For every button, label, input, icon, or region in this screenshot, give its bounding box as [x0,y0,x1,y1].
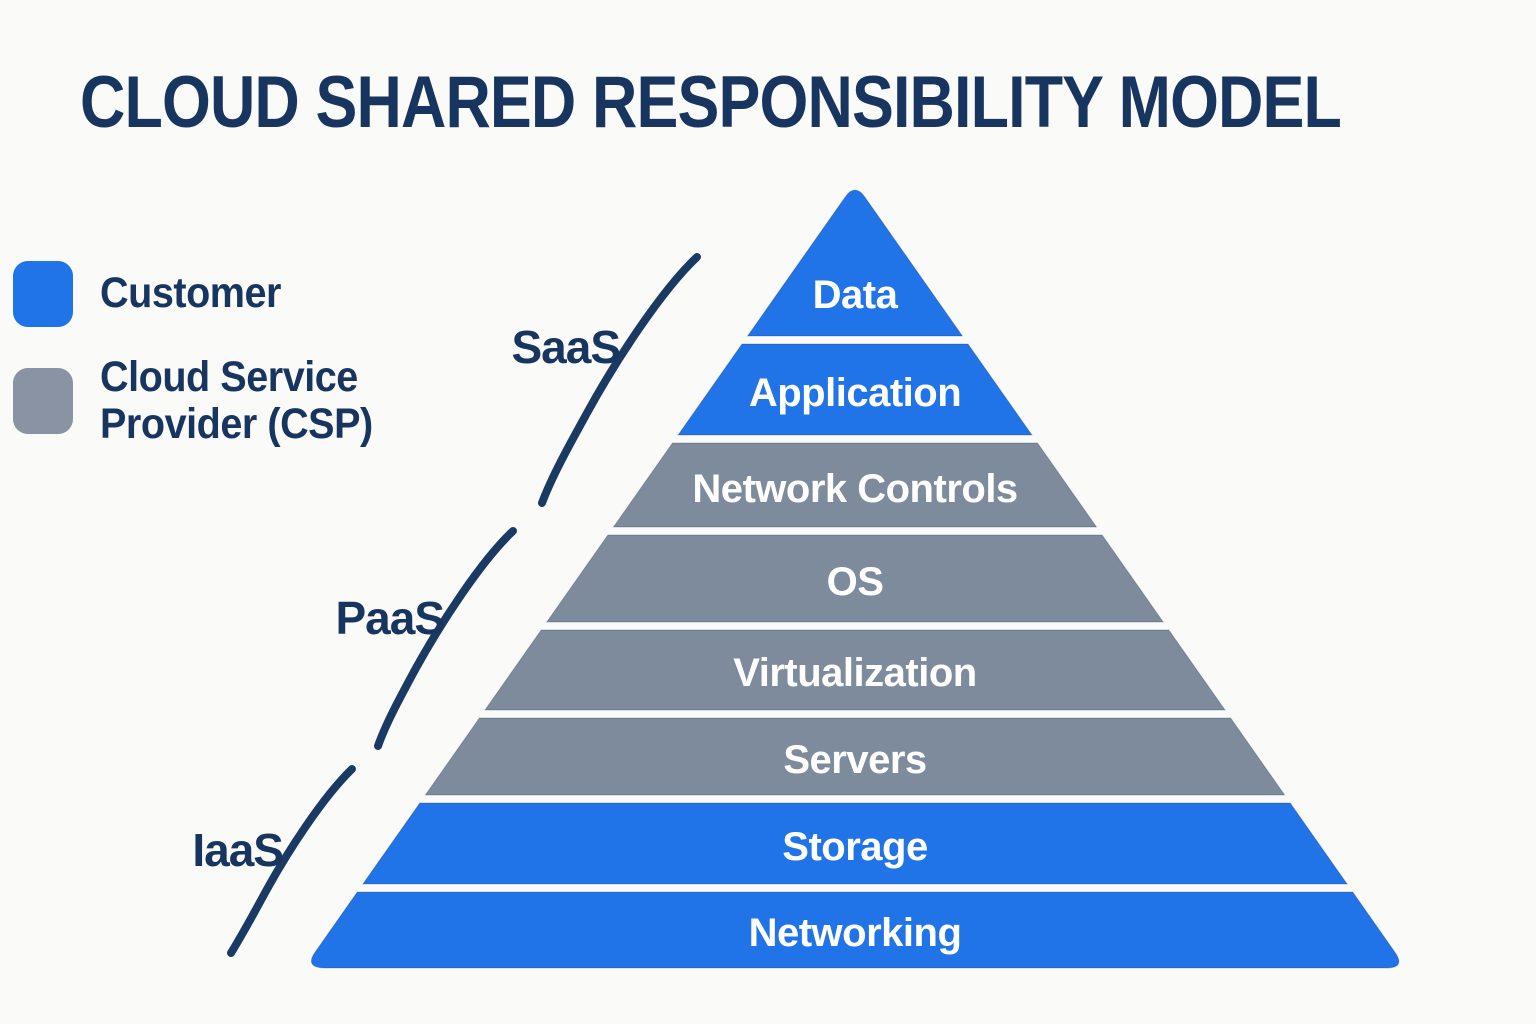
layer-shape-servers [424,717,1286,796]
csp-color-swatch [13,368,73,435]
customer-color-swatch [13,261,73,327]
layer-label-network-controls: Network Controls [692,467,1017,511]
layer-label-storage: Storage [782,825,927,869]
layer-label-data: Data [813,273,899,317]
layer-label-os: OS [827,560,884,604]
group-label-paas: PaaS [335,592,444,644]
layer-shape-network-controls [612,442,1098,528]
legend-item-csp: Cloud Service Provider (CSP) [12,353,400,449]
layer-shape-application [677,343,1033,436]
group-label-iaas: IaaS [192,824,283,876]
layer-label-application: Application [749,371,961,415]
layer-shape-storage [361,802,1349,885]
page-title: CLOUD SHARED RESPONSIBILITY MODEL [80,62,1342,143]
layer-shape-networking [310,891,1400,969]
csp-swatch-rect [13,368,73,435]
group-label-saas: SaaS [511,321,620,373]
legend: Customer Cloud Service Provider (CSP) [12,260,400,449]
legend-item-customer: Customer [12,260,400,328]
layer-shape-os [545,534,1165,623]
layer-label-virtualization: Virtualization [733,651,976,695]
iaas-bracket [227,765,356,957]
layer-label-networking: Networking [749,911,962,955]
layer-label-servers: Servers [783,738,926,782]
customer-swatch-rect [13,261,73,327]
paas-bracket [374,527,517,750]
legend-label-customer: Customer [100,269,281,318]
saas-bracket [538,253,701,507]
layer-shape-virtualization [484,629,1226,711]
legend-label-csp: Cloud Service Provider (CSP) [100,353,373,449]
layer-shape-data [746,189,964,337]
